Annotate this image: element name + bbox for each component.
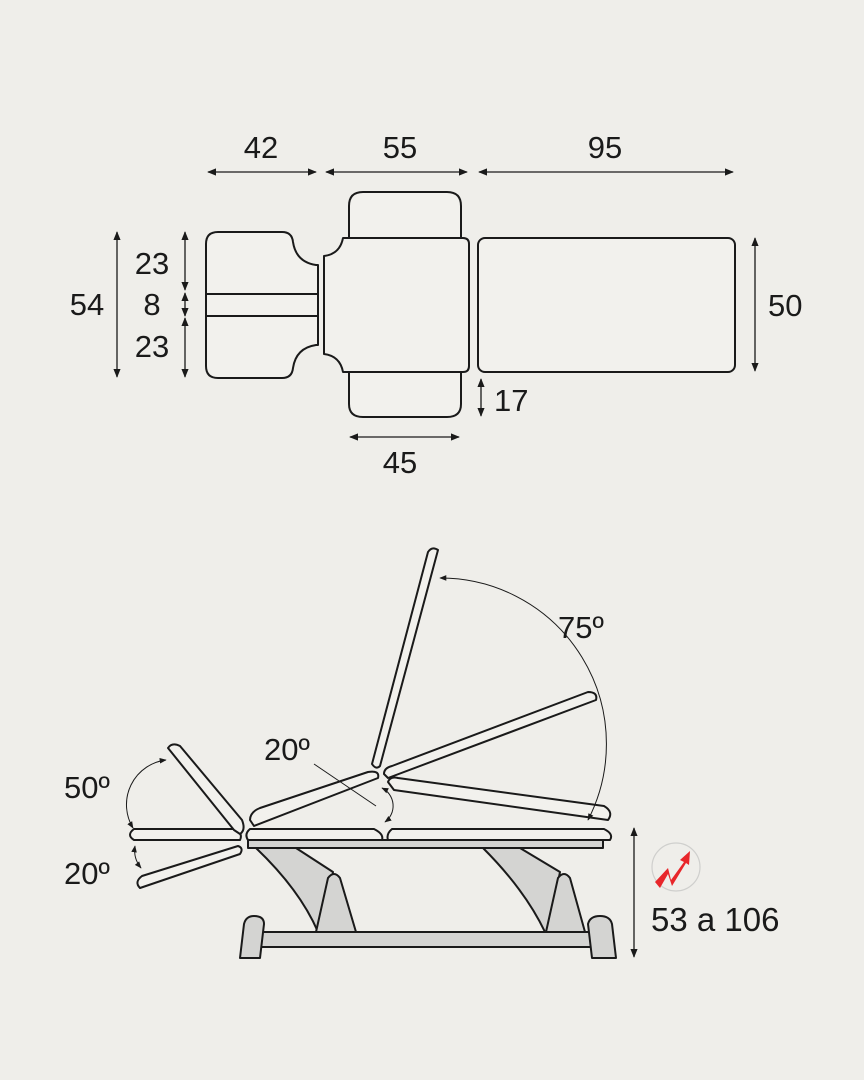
label-angle-backrest: 75º	[558, 610, 604, 645]
label-height-range: 53 a 106	[651, 901, 780, 938]
backrest-intermediate	[383, 691, 598, 779]
right-leg	[545, 873, 586, 933]
label-total-height: 54	[69, 287, 105, 322]
label-head-lower: 23	[134, 329, 170, 364]
label-angle-middle: 20º	[264, 732, 310, 767]
backrest-slight	[387, 776, 612, 821]
electric-height-adjust-icon	[651, 842, 701, 892]
seat-section	[477, 237, 736, 373]
label-middle-width: 55	[382, 130, 418, 165]
label-angle-head-down: 20º	[64, 856, 110, 891]
label-seat-width: 95	[587, 130, 623, 165]
label-angle-head-up: 50º	[64, 770, 110, 805]
armrest-top	[348, 191, 462, 238]
side-view	[126, 547, 701, 959]
head-section	[205, 231, 319, 379]
leader-line-middle-20	[313, 763, 377, 807]
label-head-width: 42	[243, 130, 279, 165]
armrest-bottom	[348, 372, 462, 418]
head-cushion-lowered	[136, 845, 243, 889]
top-view	[113, 168, 759, 441]
arc-head-down-20	[131, 845, 142, 869]
label-head-upper: 23	[134, 246, 170, 281]
seat-cushion-flat	[386, 828, 613, 841]
label-armrest-width: 45	[382, 445, 418, 480]
left-leg	[315, 873, 357, 933]
table-frame-bar	[247, 839, 604, 849]
base-beam	[257, 931, 597, 948]
label-armrest-depth: 17	[494, 383, 529, 418]
arc-head-up-50	[126, 757, 167, 829]
head-cushion-raised	[167, 743, 245, 835]
backrest-75	[371, 547, 439, 769]
head-cushion-flat	[129, 828, 242, 841]
label-seat-height: 50	[768, 288, 803, 323]
middle-section	[323, 237, 470, 373]
arc-middle-20	[381, 787, 394, 823]
middle-cushion-flat	[245, 828, 384, 841]
middle-cushion-raised	[249, 770, 380, 827]
arc-backrest-75	[439, 575, 607, 821]
right-foot	[587, 915, 617, 959]
left-foot	[239, 915, 265, 959]
label-face-hole: 8	[143, 287, 161, 322]
